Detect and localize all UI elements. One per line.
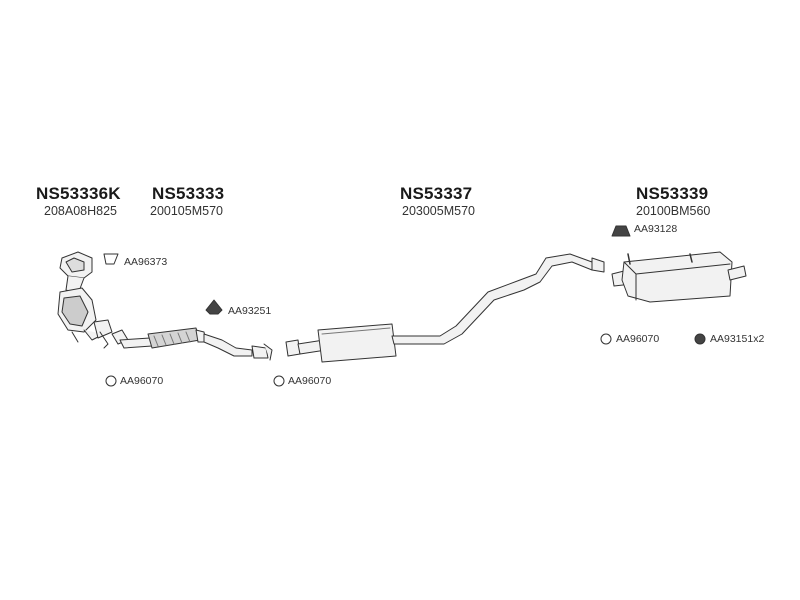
catalytic-converter: [57, 251, 113, 349]
part-code-front-pipe: 200105M570: [150, 204, 223, 218]
part-number-catalyst: NS53336K: [36, 184, 121, 203]
rear-silencer: [611, 251, 747, 303]
accessory-label: AA93251: [228, 305, 272, 317]
accessory-label: AA96070: [616, 333, 660, 345]
rubber-mount-icon: [205, 299, 223, 315]
rubber-mount-icon: [611, 225, 631, 237]
sealing-ring-icon: [273, 375, 285, 387]
part-number-front-pipe: NS53333: [152, 184, 225, 203]
accessory-label: AA96373: [124, 256, 168, 268]
sealing-ring-icon: [600, 333, 612, 345]
accessory-label: AA96070: [288, 375, 332, 387]
part-code-rear-silencer: 20100BM560: [636, 204, 711, 218]
sealing-ring-icon: [105, 375, 117, 387]
accessory-label: AA93151x2: [710, 333, 765, 345]
part-code-middle-silencer: 203005M570: [402, 204, 475, 218]
clamp-icon: [103, 253, 119, 265]
part-number-rear-silencer: NS53339: [636, 184, 709, 203]
part-code-catalyst: 208A08H825: [44, 204, 117, 218]
rubber-hanger-icon: [694, 333, 706, 345]
accessory-label: AA93128: [634, 223, 678, 235]
middle-silencer-pipe: [285, 253, 605, 363]
part-number-middle-silencer: NS53337: [400, 184, 473, 203]
front-pipe: [111, 327, 273, 361]
accessory-label: AA96070: [120, 375, 164, 387]
